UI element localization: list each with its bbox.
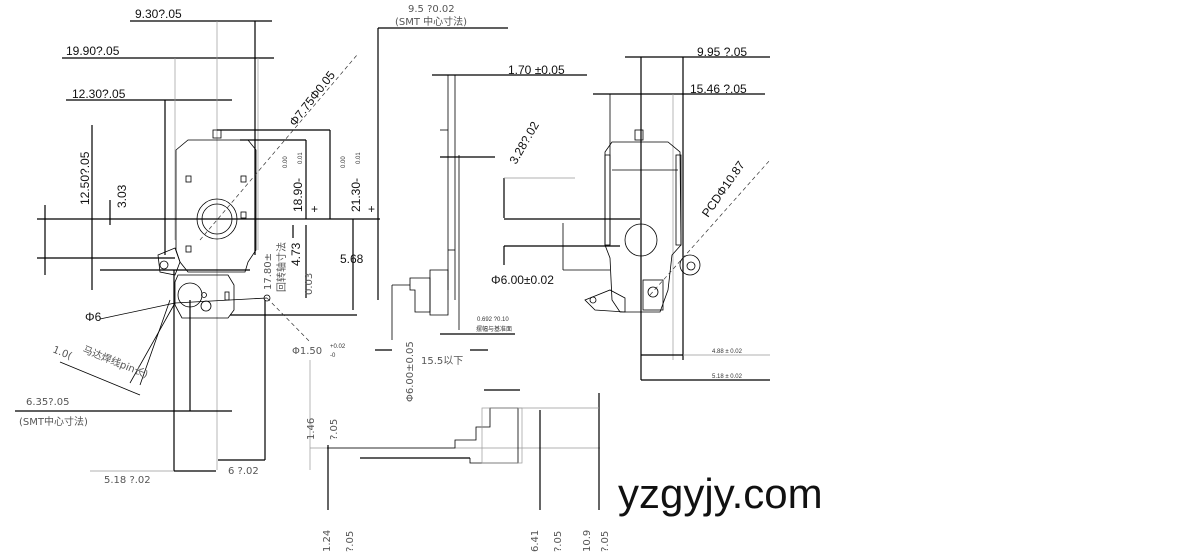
dim-12-50: 12.50?.05	[78, 151, 92, 205]
dim-0-692: 0.692 ?0.10	[477, 317, 509, 323]
dim-phi-6: Φ6	[85, 310, 102, 324]
dim-3-03: 3.03	[115, 184, 129, 208]
dim-4-88: 4.88 ± 0.02	[712, 349, 743, 355]
dim-10-9: 10.9	[582, 530, 593, 552]
dim-3-28: 3.28?.02	[506, 119, 542, 167]
dim-pcd: PCDΦ10.87	[699, 158, 748, 219]
dim-15-46: 15.46 ?.05	[690, 82, 747, 96]
tol-10-9: ?.05	[600, 531, 611, 552]
dim-9-30: 9.30?.05	[135, 7, 182, 21]
dim-1-24: 1.24	[322, 530, 333, 552]
tol-1-24: ?.05	[345, 531, 356, 552]
dim-18-90-upper: 0.00	[283, 156, 289, 168]
plus-mark: +	[368, 202, 375, 216]
dim-21-30-upper: 0.00	[341, 156, 347, 168]
smt-note: (SMT 中心寸法)	[395, 15, 467, 28]
dim-21-30-lower: 0.01	[356, 152, 362, 164]
dim-5-68: 5.68	[340, 252, 364, 266]
dim-15-5: 15.5以下	[421, 356, 463, 367]
dim-1-46: 1.46	[306, 418, 317, 440]
dim-phi-1-50-lower: -0	[330, 353, 336, 359]
dim-phi-6-00-05: Φ6.00±0.05	[405, 341, 416, 402]
plus-mark: +	[311, 202, 318, 216]
dim-19-90: 19.90?.05	[66, 44, 120, 58]
dim-6: 6 ?.02	[228, 466, 259, 477]
bottom-view: 1.46 ?.05 1.24 ?.05 6.41 ?.05 10.9 ?.05	[306, 389, 611, 552]
dim-18-90: 18.90-	[291, 178, 305, 212]
dim-1-0: 1.0(	[51, 345, 74, 363]
tol-6-41: ?.05	[553, 531, 564, 552]
dim-12-30: 12.30?.05	[72, 87, 126, 101]
side-view: 9.5 ?0.02 (SMT 中心寸法) 1.70 ±0.05 3.28?.02…	[375, 4, 640, 402]
dim-21-30: 21.30-	[349, 178, 363, 212]
dim-phi-1-50: Φ1.50	[292, 346, 322, 357]
dim-phi-6-00: Φ6.00±0.02	[491, 273, 554, 287]
smt-note-left: (SMT中心寸法)	[19, 415, 88, 428]
dim-9-5: 9.5 ?0.02	[408, 4, 455, 15]
right-view: 9.95 ?.05 15.46 ?.05 PCDΦ10.87 4.88 ± 0.…	[584, 45, 771, 381]
tol-1-46: ?.05	[329, 419, 340, 440]
dim-phi-7-75: Φ7.75Φ0.05	[286, 68, 338, 129]
rotation-axis-note: 回转轴寸法	[275, 242, 288, 292]
dim-17-80: 17.80±	[263, 253, 274, 290]
dim-1-70: 1.70 ±0.05	[508, 63, 565, 77]
front-view: 9.30?.05 19.90?.05 12.30?.05 12.50?.05 3…	[15, 7, 508, 486]
swing-note: 摆幅与基准面	[476, 325, 512, 333]
dim-6-41: 6.41	[530, 530, 541, 552]
dim-phi-1-50-upper: +0.02	[330, 344, 346, 350]
dim-6-35: 6.35?.05	[26, 397, 69, 408]
dim-0-03: 0.03	[304, 273, 315, 295]
dim-5-18-right: 5.18 ± 0.02	[712, 374, 743, 380]
watermark: yzgyjy.com	[618, 470, 823, 517]
dim-5-18: 5.18 ?.02	[104, 475, 151, 486]
dim-4-73: 4.73	[289, 242, 303, 266]
dim-18-90-lower: 0.01	[298, 152, 304, 164]
dim-9-95: 9.95 ?.05	[697, 45, 747, 59]
